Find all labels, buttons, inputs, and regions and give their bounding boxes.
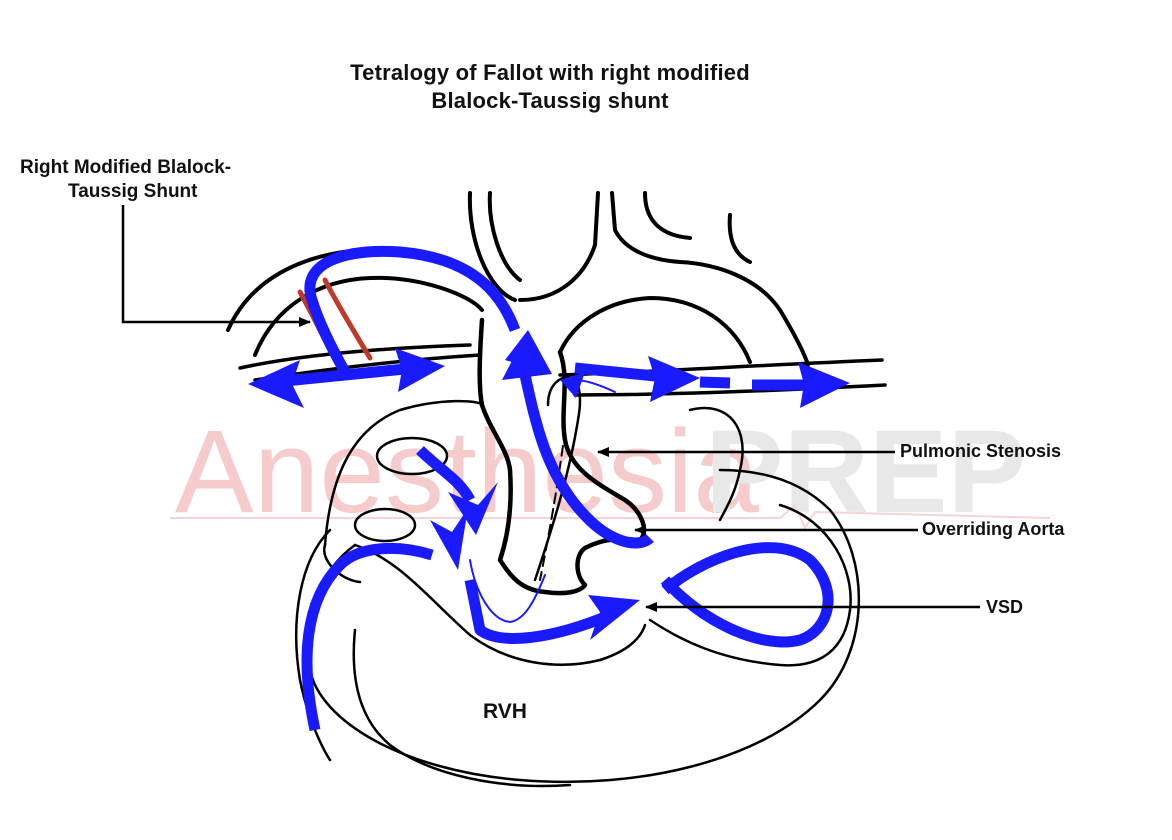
shunt-label-line2: Taussig Shunt — [68, 181, 198, 202]
shunt-label-line1: Right Modified Blalock- — [20, 157, 232, 178]
title-line-1: Tetralogy of Fallot with right modified — [350, 60, 750, 85]
shunt-pointer — [121, 205, 311, 327]
title-line-2: Blalock-Taussig shunt — [431, 88, 669, 113]
pulmonic-stenosis-label: Pulmonic Stenosis — [900, 441, 1062, 461]
blood-flow-arrowheads — [248, 330, 850, 640]
blood-flow — [274, 245, 834, 732]
vsd-label: VSD — [986, 597, 1024, 617]
overriding-aorta-label: Overriding Aorta — [922, 519, 1065, 539]
heart-outline — [226, 191, 887, 788]
watermark: Anesthesia PREP — [170, 406, 1051, 538]
pointer-arrows — [121, 205, 980, 612]
rvh-label: RVH — [483, 700, 527, 723]
